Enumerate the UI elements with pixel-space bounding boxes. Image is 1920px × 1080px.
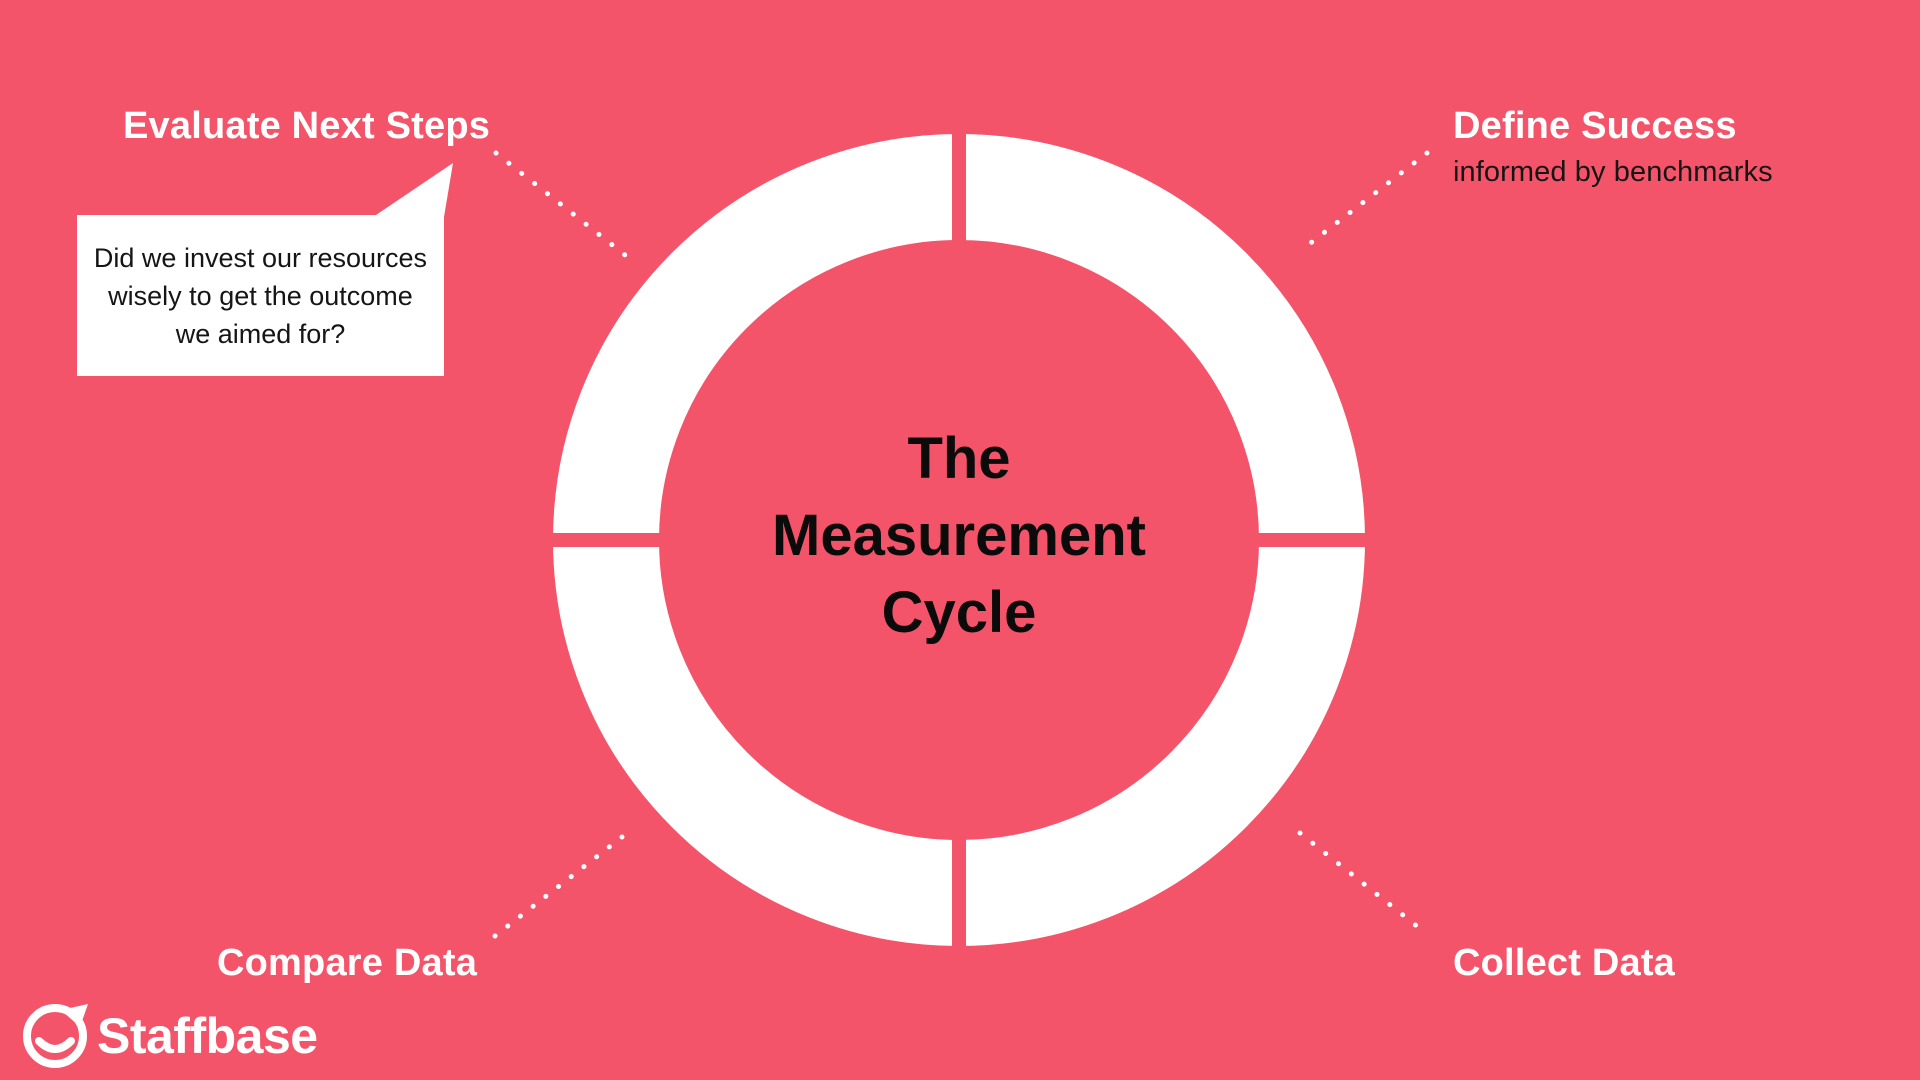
center-title-line: Cycle bbox=[881, 580, 1037, 645]
dotted-line-define bbox=[1296, 150, 1430, 255]
speech-bubble-line: Did we invest our resources bbox=[93, 242, 428, 273]
ring-gap-right bbox=[1250, 533, 1372, 547]
step-note-benchmarks: informed by benchmarks bbox=[1453, 156, 1773, 188]
step-label-text: Collect Data bbox=[1453, 942, 1676, 984]
step-label-evaluate-next-steps: Evaluate Next Steps bbox=[123, 105, 490, 148]
dotted-line-evaluate bbox=[493, 150, 628, 258]
speech-bubble: Did we invest our resources wisely to ge… bbox=[77, 215, 444, 376]
dotted-line-collect bbox=[1297, 830, 1431, 938]
step-label-text: Compare Data bbox=[217, 942, 478, 984]
center-title-line: Measurement bbox=[772, 503, 1146, 568]
step-label-collect-data: Collect Data bbox=[1453, 942, 1675, 985]
speech-bubble-tail-icon bbox=[373, 163, 453, 217]
step-label-compare-data: Compare Data bbox=[217, 942, 477, 985]
staffbase-logo-icon bbox=[23, 1004, 88, 1068]
step-label-text: Evaluate Next Steps bbox=[123, 105, 491, 147]
staffbase-wordmark: Staffbase bbox=[97, 1008, 318, 1064]
center-title-line: The bbox=[907, 426, 1011, 491]
ring-gap-bottom bbox=[952, 832, 966, 954]
step-label-text: Define Success bbox=[1453, 105, 1737, 147]
speech-bubble-line: we aimed for? bbox=[175, 318, 346, 349]
dotted-line-compare bbox=[492, 834, 625, 939]
step-label-define-success: Define Success informed by benchmarks bbox=[1453, 105, 1773, 189]
speech-bubble-line: wisely to get the outcome bbox=[108, 280, 413, 311]
ring-gap-top bbox=[952, 126, 966, 248]
ring-gap-left bbox=[546, 533, 668, 547]
diagram-center-title: The Measurement Cycle bbox=[659, 420, 1259, 651]
